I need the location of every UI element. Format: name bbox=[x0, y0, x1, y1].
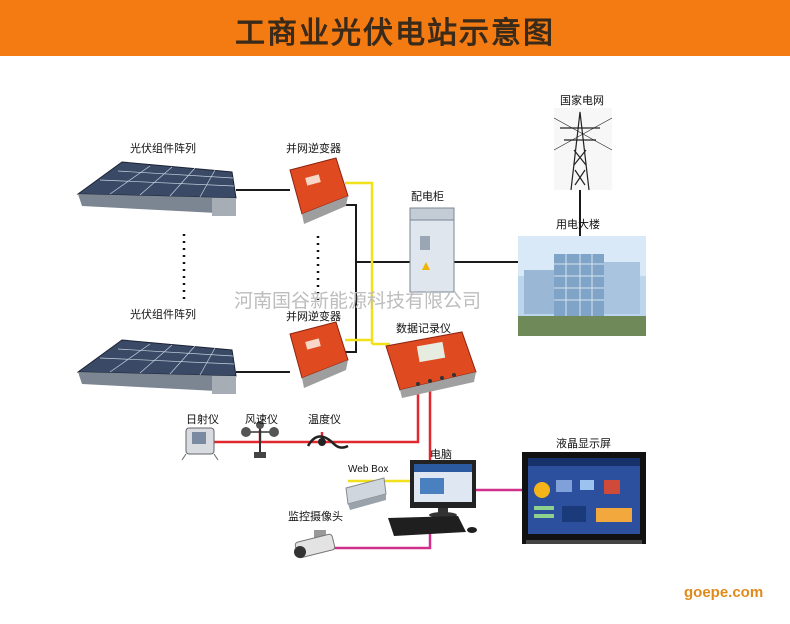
inverter-bottom-icon bbox=[289, 321, 349, 388]
label-camera: 监控摄像头 bbox=[288, 510, 343, 523]
label-inverter-bottom: 并网逆变器 bbox=[286, 310, 341, 323]
label-anemometer: 风速仪 bbox=[245, 413, 278, 426]
title-banner bbox=[0, 0, 790, 56]
anemometer-icon bbox=[241, 421, 279, 458]
wire-inverter-top-logger bbox=[345, 181, 374, 344]
pv-array-top-icon bbox=[76, 161, 237, 216]
label-data-logger: 数据记录仪 bbox=[396, 322, 451, 335]
label-pv-array-top: 光伏组件阵列 bbox=[130, 142, 196, 155]
label-building: 用电大楼 bbox=[556, 218, 600, 231]
distribution-cabinet-icon bbox=[409, 207, 455, 293]
data-logger-icon bbox=[385, 331, 477, 398]
label-distribution-cabinet: 配电柜 bbox=[411, 190, 444, 203]
lcd-display-icon bbox=[522, 452, 646, 544]
label-computer: 电脑 bbox=[430, 448, 452, 461]
irradiance-meter-icon bbox=[181, 427, 219, 461]
label-inverter-top: 并网逆变器 bbox=[286, 142, 341, 155]
inverter-top-icon bbox=[289, 157, 349, 224]
computer-icon bbox=[388, 460, 477, 536]
camera-icon bbox=[294, 530, 336, 559]
label-lcd-display: 液晶显示屏 bbox=[556, 437, 611, 450]
web-box-icon bbox=[345, 477, 387, 510]
grid-tower-icon bbox=[553, 108, 613, 191]
label-national-grid: 国家电网 bbox=[560, 94, 604, 107]
thermometer-icon bbox=[306, 435, 349, 449]
pv-array-bottom-icon bbox=[76, 339, 237, 394]
label-thermometer: 温度仪 bbox=[308, 413, 341, 426]
label-web-box: Web Box bbox=[348, 464, 389, 475]
wire-inverter-top-bus bbox=[340, 204, 357, 262]
company-watermark: 河南国谷新能源科技有限公司 bbox=[234, 290, 482, 312]
building-icon bbox=[518, 236, 646, 336]
site-watermark: goepe.com bbox=[684, 584, 764, 601]
page-title: 工商业光伏电站示意图 bbox=[235, 16, 555, 51]
power-wires bbox=[236, 189, 581, 373]
label-pv-array-bottom: 光伏组件阵列 bbox=[130, 308, 196, 321]
label-irradiance-meter: 日射仪 bbox=[186, 413, 219, 426]
